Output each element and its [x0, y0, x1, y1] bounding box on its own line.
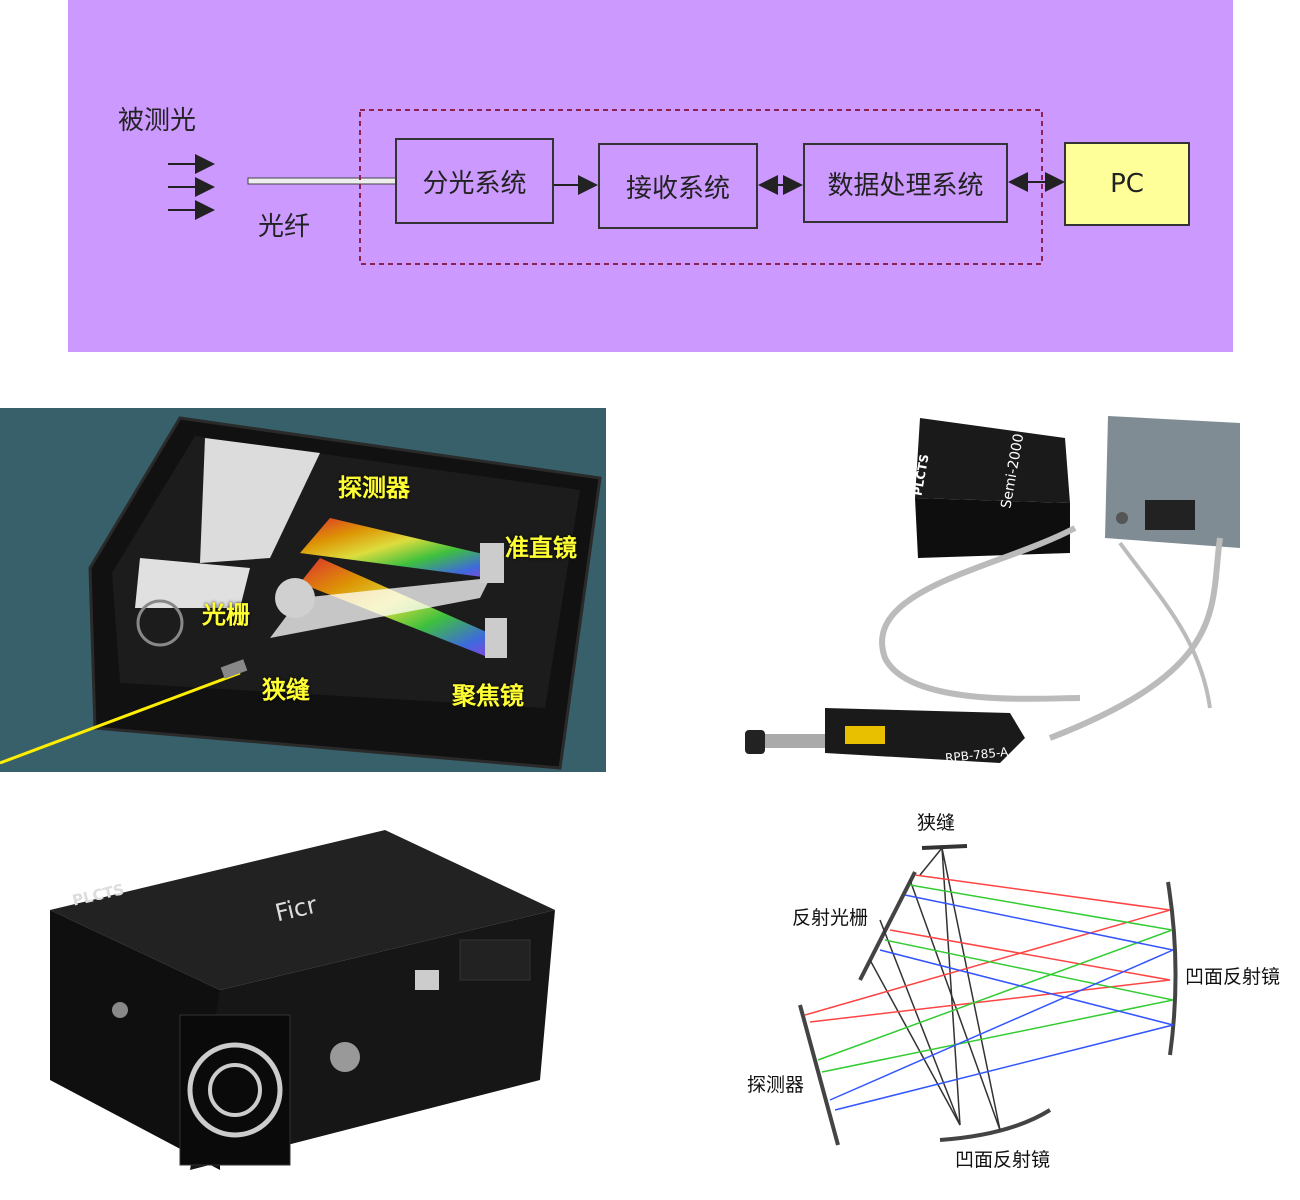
focusing-mirror — [485, 618, 507, 658]
device-front — [50, 910, 220, 1170]
side-slot — [459, 939, 531, 981]
ray-green — [821, 999, 1174, 1073]
fiber-cable-b — [1118, 541, 1212, 709]
fiber-connector — [220, 659, 248, 679]
probe-body — [825, 708, 1025, 763]
label-slit: 狭缝 — [262, 676, 310, 704]
circuit-board — [135, 558, 250, 608]
fan-ring — [187, 1042, 283, 1138]
spectrometer-device-image: PLCTS Ficr — [30, 820, 570, 1180]
mirror-right-element — [1166, 881, 1178, 1056]
fiber-line — [247, 177, 397, 185]
label-collimator: 准直镜 — [505, 534, 577, 562]
label-detector: 探测器 — [747, 1074, 805, 1096]
ray-black — [919, 847, 943, 876]
slit-element — [921, 844, 968, 850]
fiber-cable-c — [1048, 537, 1223, 741]
mirror-bottom-element — [939, 1108, 1052, 1142]
probe-tip — [755, 734, 825, 748]
ray-black — [941, 847, 1001, 1131]
ray-red — [804, 909, 1171, 1016]
ray-blue — [829, 949, 1174, 1101]
input-fiber — [0, 671, 241, 765]
ray-blue — [834, 1024, 1174, 1111]
ray-blue — [904, 894, 1174, 951]
block-diagram-lines — [168, 109, 1065, 265]
heatsink — [200, 438, 320, 563]
fiber-label: 光纤 — [258, 212, 311, 242]
ray-green — [884, 939, 1174, 1001]
ray-red — [809, 979, 1171, 1023]
fan-grill — [179, 1014, 291, 1166]
rainbow-beam-upper — [300, 518, 500, 578]
fan — [136, 599, 184, 647]
laser-display — [1145, 500, 1195, 530]
block-diagram: 被测光 光纤 分光系统 接收系统 数据处理系统 PC — [68, 0, 1233, 352]
splitter-box: 分光系统 — [395, 138, 554, 224]
raman-system-image: PLCTS Semi-2000 RPB-785-A — [740, 408, 1300, 780]
label-mirror-bottom: 凹面反射镜 — [955, 1149, 1051, 1171]
probe-cap — [745, 730, 765, 754]
ray-red — [914, 874, 1171, 911]
laser-port — [1116, 512, 1128, 524]
ray-red — [889, 929, 1171, 981]
receiver-box: 接收系统 — [598, 143, 758, 229]
probe-label — [845, 726, 885, 744]
spectrometer-box-top — [915, 418, 1070, 503]
detector-element — [798, 1004, 840, 1146]
label-mirror-right: 凹面反射镜 — [1185, 966, 1281, 988]
device-illustration — [50, 830, 555, 1170]
white-beam — [270, 578, 490, 638]
pc-box: PC — [1064, 142, 1190, 226]
fiber-port — [330, 1042, 360, 1072]
processor-box: 数据处理系统 — [803, 143, 1008, 223]
label-detector: 探测器 — [338, 474, 410, 502]
measured-light-label: 被测光 — [118, 106, 197, 136]
spectrometer-cutaway-image: 探测器 准直镜 光栅 狭缝 聚焦镜 — [0, 408, 606, 772]
fiber-cable-a — [879, 525, 1081, 702]
fan-ring-inner — [208, 1063, 262, 1117]
label-grating: 反射光栅 — [792, 907, 869, 929]
device-top — [50, 830, 555, 990]
ray-green — [909, 884, 1173, 931]
spectrometer-box-front — [915, 498, 1070, 558]
optics-rays — [798, 844, 1178, 1146]
cutaway-illustration — [0, 416, 602, 770]
ray-green — [817, 929, 1173, 1061]
label-focusing-mirror: 聚焦镜 — [452, 682, 524, 710]
label-grating: 光栅 — [202, 601, 250, 629]
raman-illustration — [745, 416, 1240, 763]
usb-port — [415, 970, 439, 990]
power-jack — [112, 1002, 128, 1018]
ray-blue — [879, 949, 1174, 1026]
grating-element — [858, 871, 917, 981]
grating-element — [275, 578, 315, 618]
laser-box — [1105, 416, 1240, 548]
collimator-mirror — [480, 543, 504, 583]
ray-black — [869, 959, 961, 1126]
label-slit: 狭缝 — [917, 812, 956, 834]
optics-ray-diagram: 狭缝 反射光栅 凹面反射镜 探测器 凹面反射镜 — [730, 800, 1300, 1200]
